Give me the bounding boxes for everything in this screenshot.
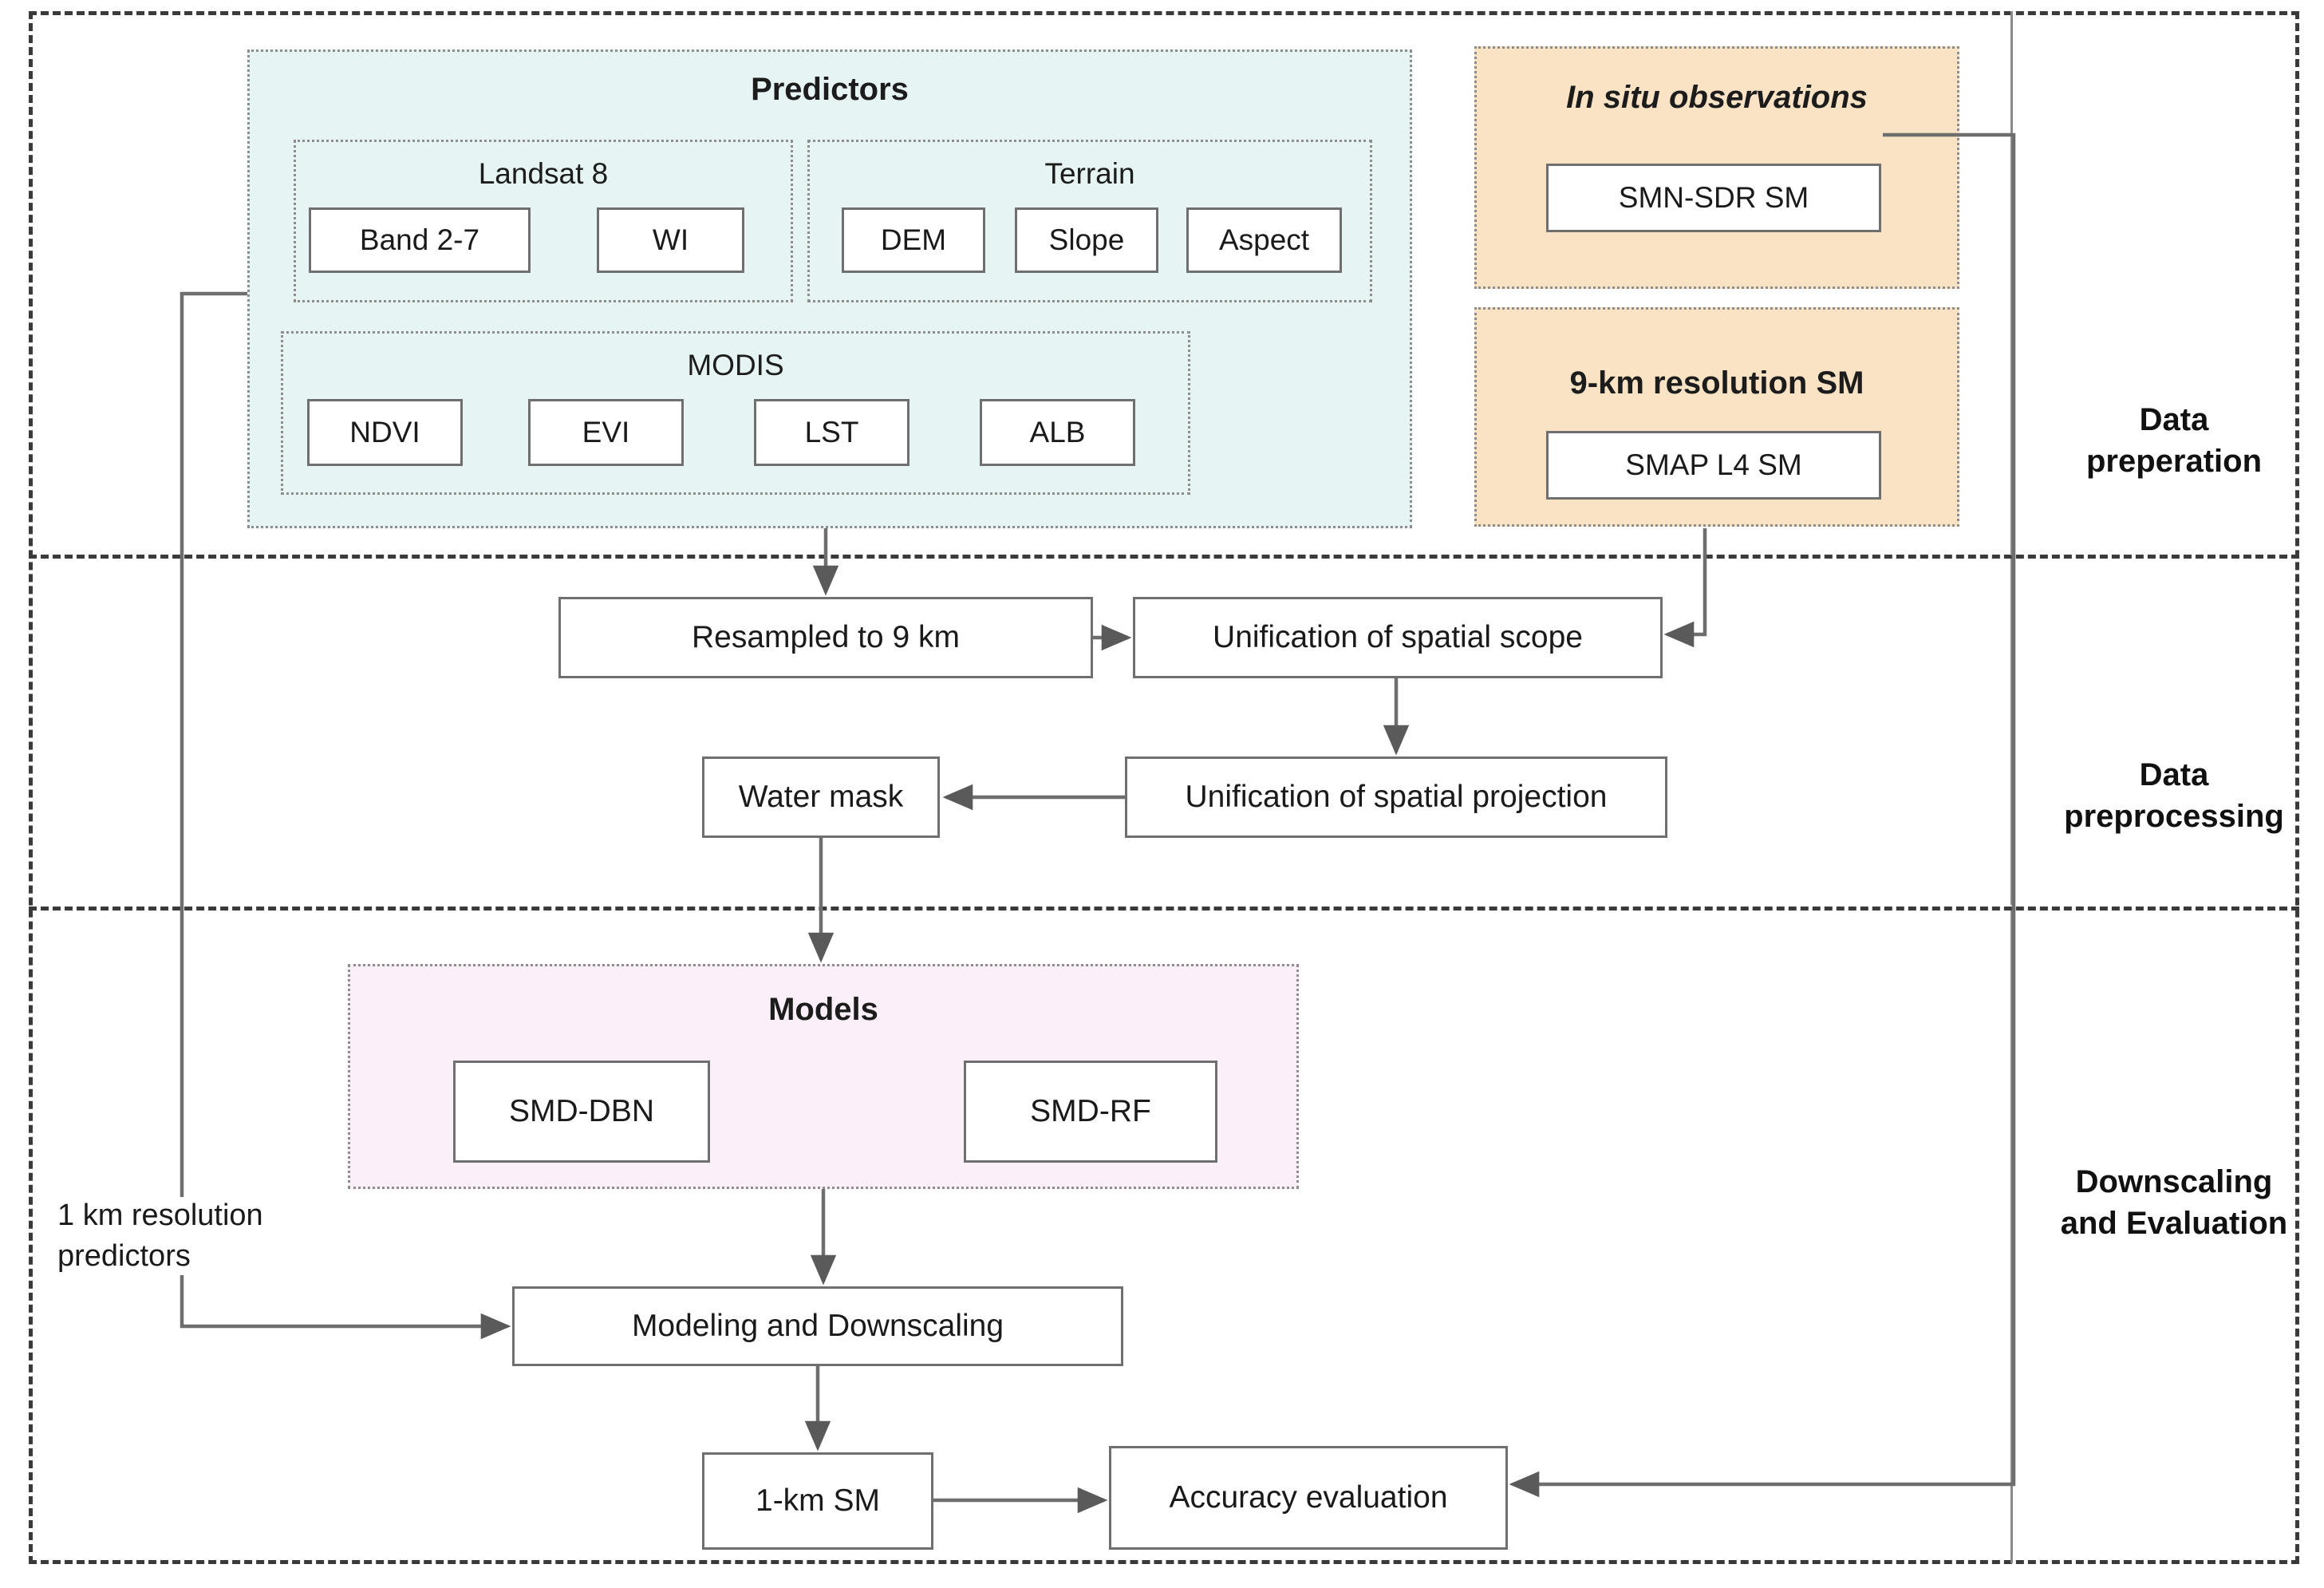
stage-label-data-preprocessing: Data preprocessing: [2064, 757, 2284, 834]
stage-vline-mid: [2010, 559, 2013, 905]
node-unification-spatial-projection[interactable]: Unification of spatial projection: [1125, 756, 1667, 838]
stage-vline-top: [2010, 11, 2013, 555]
node-lst[interactable]: LST: [754, 399, 909, 466]
node-slope[interactable]: Slope: [1015, 207, 1158, 273]
node-unification-spatial-scope[interactable]: Unification of spatial scope: [1133, 597, 1663, 678]
subgroup-modis: [281, 331, 1190, 495]
group-models-title: Models: [768, 992, 878, 1027]
node-evi[interactable]: EVI: [528, 399, 684, 466]
node-smap-l4-sm[interactable]: SMAP L4 SM: [1546, 431, 1881, 500]
stage-divider-1: [29, 555, 2299, 559]
node-water-mask[interactable]: Water mask: [702, 756, 940, 838]
group-predictors-title: Predictors: [751, 72, 909, 107]
node-ndvi[interactable]: NDVI: [307, 399, 463, 466]
node-smn-sdr-sm[interactable]: SMN-SDR SM: [1546, 164, 1881, 232]
node-alb[interactable]: ALB: [980, 399, 1135, 466]
subgroup-terrain-title: Terrain: [1044, 157, 1135, 190]
node-aspect[interactable]: Aspect: [1186, 207, 1342, 273]
stage-divider-2: [29, 907, 2299, 911]
node-accuracy-evaluation[interactable]: Accuracy evaluation: [1109, 1446, 1508, 1550]
group-in-situ-title: In situ observations: [1566, 80, 1868, 115]
outer-dashed-frame: [29, 11, 2299, 1564]
subgroup-terrain: [807, 140, 1372, 302]
node-1km-sm[interactable]: 1-km SM: [702, 1452, 933, 1550]
stage-vline-bottom: [2010, 911, 2013, 1563]
node-wi[interactable]: WI: [597, 207, 744, 273]
subgroup-modis-title: MODIS: [687, 349, 784, 381]
node-smd-dbn[interactable]: SMD-DBN: [453, 1061, 710, 1163]
node-dem[interactable]: DEM: [842, 207, 985, 273]
subgroup-landsat8: [294, 140, 793, 302]
stage-label-data-preparation: Data preperation: [2085, 402, 2263, 479]
node-modeling-and-downscaling[interactable]: Modeling and Downscaling: [512, 1286, 1123, 1366]
node-resampled-to-9km[interactable]: Resampled to 9 km: [558, 597, 1093, 678]
group-9km-title: 9-km resolution SM: [1569, 365, 1864, 401]
label-1km-resolution-predictors: 1 km resolution predictors: [57, 1199, 263, 1274]
node-band-2-7[interactable]: Band 2-7: [309, 207, 531, 273]
node-smd-rf[interactable]: SMD-RF: [964, 1061, 1217, 1163]
stage-label-downscaling-evaluation: Downscaling and Evaluation: [2060, 1164, 2288, 1241]
subgroup-landsat8-title: Landsat 8: [478, 157, 609, 190]
